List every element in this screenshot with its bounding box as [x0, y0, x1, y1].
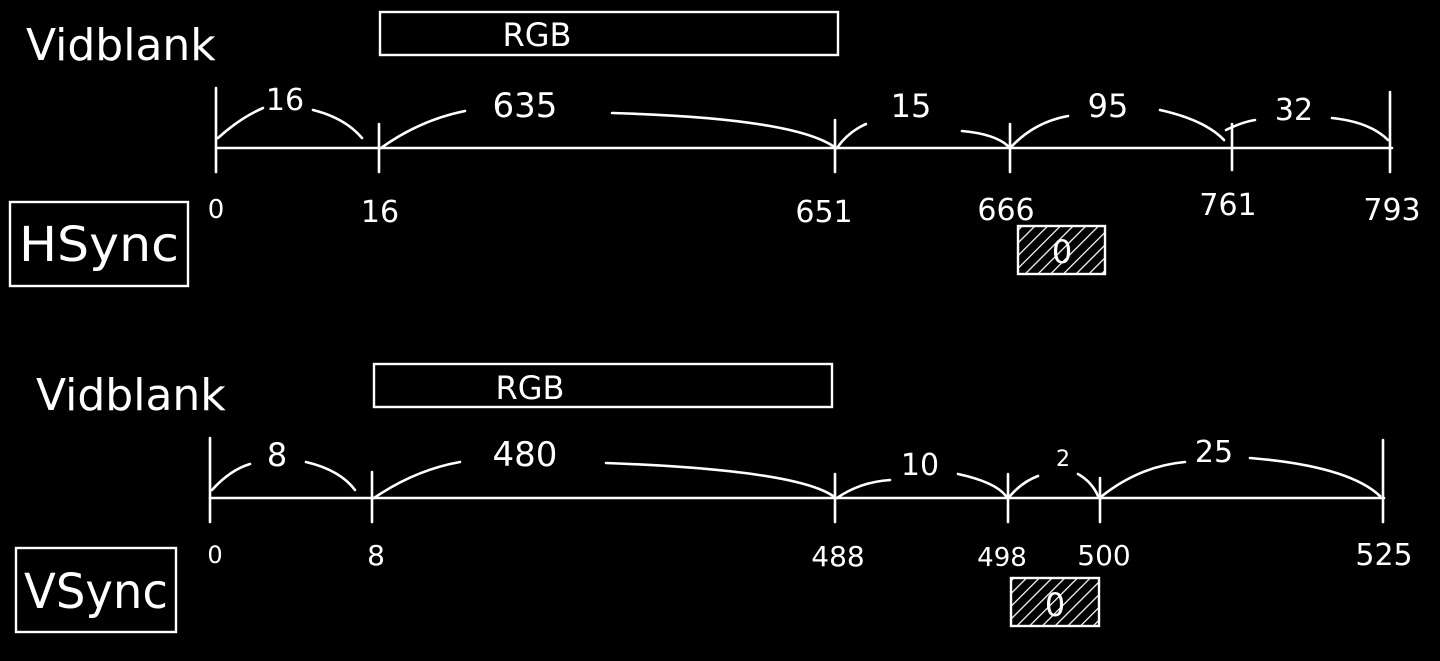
- hsync-vidblank-label: Vidblank: [26, 20, 216, 71]
- hsync-seg-tail: 32: [1275, 93, 1313, 128]
- hsync-label: HSync: [19, 217, 179, 273]
- vsync-vidblank-label: Vidblank: [36, 370, 226, 421]
- hsync-seg-front-porch: 16: [266, 83, 304, 118]
- hsync-rgb-bar: RGB: [378, 10, 840, 57]
- vsync-seg-sync: 2: [1056, 447, 1070, 472]
- vsync-pulse: 0: [1009, 576, 1101, 628]
- vsync-timeline: [208, 436, 1386, 524]
- hsync-box: HSync: [8, 200, 190, 288]
- vsync-tick-label-500: 500: [1077, 539, 1130, 572]
- hsync-tick-label-666: 666: [977, 193, 1034, 228]
- hsync-seg-active: 635: [493, 86, 558, 126]
- vsync-tick-label-525: 525: [1355, 538, 1412, 573]
- vsync-rgb-bar: RGB: [372, 362, 834, 409]
- hsync-rgb-label: RGB: [503, 16, 572, 54]
- vsync-seg-active: 480: [493, 435, 558, 475]
- vsync-pulse-level: 0: [1045, 586, 1065, 624]
- vsync-seg-front-porch: 8: [267, 436, 287, 474]
- vsync-tick-label-488: 488: [811, 540, 864, 573]
- vsync-tick-label-498: 498: [977, 543, 1027, 573]
- hsync-tick-label-651: 651: [795, 195, 852, 230]
- vsync-panel: Vidblank RGB 8 480 10: [14, 362, 1413, 634]
- hsync-pulse-level: 0: [1052, 233, 1072, 271]
- hsync-tick-label-793: 793: [1363, 193, 1420, 228]
- vsync-label: VSync: [24, 564, 168, 620]
- hsync-pulse: 0: [1016, 224, 1107, 276]
- hsync-tick-label-761: 761: [1199, 188, 1256, 223]
- hsync-panel: Vidblank RGB 16 635 15: [8, 10, 1421, 288]
- vsync-rgb-label: RGB: [496, 369, 565, 407]
- hsync-tick-label-16: 16: [361, 195, 399, 230]
- vsync-seg-back-porch: 10: [901, 448, 939, 483]
- vsync-tick-label-0: 0: [207, 541, 222, 569]
- vsync-seg-tail: 25: [1195, 435, 1233, 470]
- vsync-tick-label-8: 8: [367, 539, 385, 572]
- hsync-seg-sync: 95: [1088, 87, 1129, 125]
- hsync-tick-label-0: 0: [208, 195, 225, 225]
- hsync-seg-back-porch: 15: [891, 87, 932, 125]
- vsync-box: VSync: [14, 546, 178, 634]
- hsync-timeline: [214, 86, 1394, 174]
